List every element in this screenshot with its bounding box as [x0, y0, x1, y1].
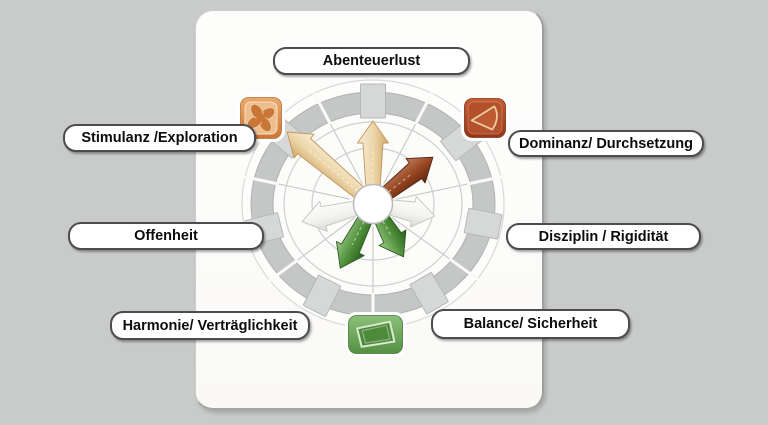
label-balance-sicherheit: Balance/ Sicherheit	[431, 309, 630, 339]
label-abenteuerlust: Abenteuerlust	[273, 47, 470, 75]
center-disk	[352, 183, 394, 225]
label-stimulanz-exploration: Stimulanz /Exploration	[63, 124, 256, 152]
ring-gaps-layer	[241, 92, 505, 328]
arrow-stimulanz	[286, 131, 373, 205]
tick-disziplin	[463, 207, 503, 240]
tick-balance	[409, 272, 449, 315]
label-dominanz-durchsetzung: Dominanz/ Durchsetzung	[508, 130, 704, 157]
tick-harmonie	[303, 274, 342, 317]
pillow-icon	[345, 312, 406, 357]
label-harmonie-vertraeglichkeit: Harmonie/ Verträglichkeit	[110, 311, 310, 340]
label-offenheit: Offenheit	[68, 222, 264, 250]
tick-abenteuerlust	[360, 83, 386, 119]
label-disziplin-rigiditaet: Disziplin / Rigidität	[506, 223, 701, 250]
funnel-icon	[461, 95, 509, 141]
